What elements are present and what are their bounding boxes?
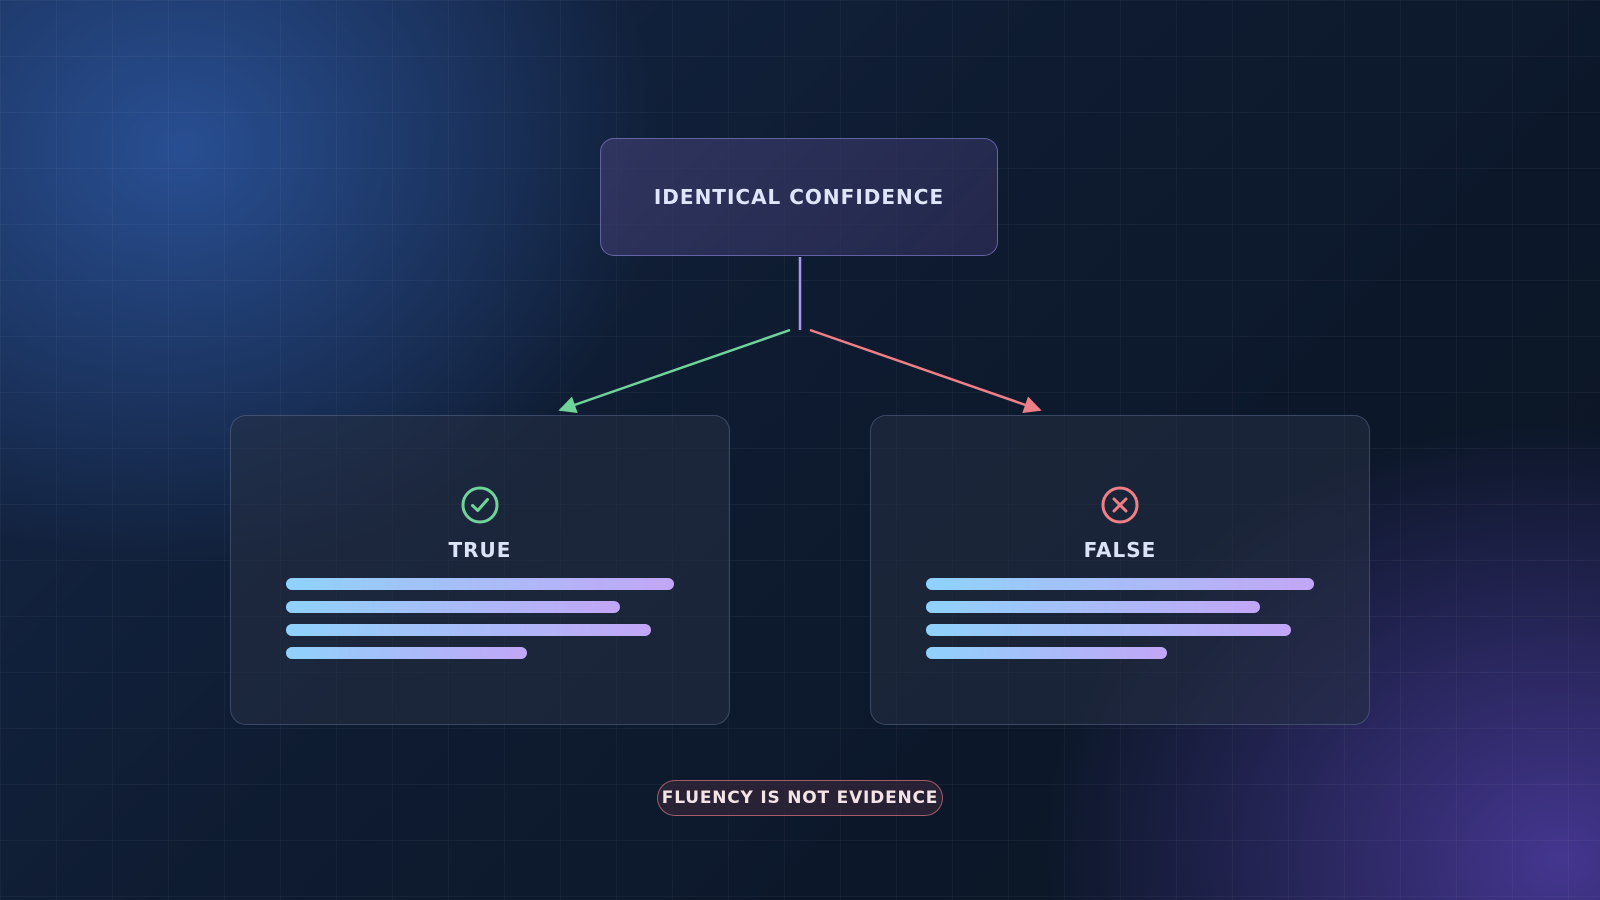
text-line: [926, 647, 1167, 659]
text-line: [926, 578, 1314, 590]
false-arrow: [809, 328, 1042, 414]
text-line: [286, 601, 620, 613]
caption-badge: FLUENCY IS NOT EVIDENCE: [657, 780, 943, 816]
false-card: FALSE: [870, 415, 1370, 725]
text-line: [286, 647, 527, 659]
top-node: IDENTICAL CONFIDENCE: [600, 138, 998, 256]
caption-label: FLUENCY IS NOT EVIDENCE: [661, 788, 939, 808]
true-card: TRUE: [230, 415, 730, 725]
true-arrow: [558, 328, 791, 414]
text-line: [926, 624, 1291, 636]
text-line: [286, 578, 674, 590]
top-node-label: IDENTICAL CONFIDENCE: [653, 185, 945, 209]
x-circle-icon: [1101, 486, 1139, 524]
text-line: [286, 624, 651, 636]
check-circle-icon: [461, 486, 499, 524]
false-label: FALSE: [1083, 538, 1157, 562]
text-line: [926, 601, 1260, 613]
true-label: TRUE: [448, 538, 512, 562]
